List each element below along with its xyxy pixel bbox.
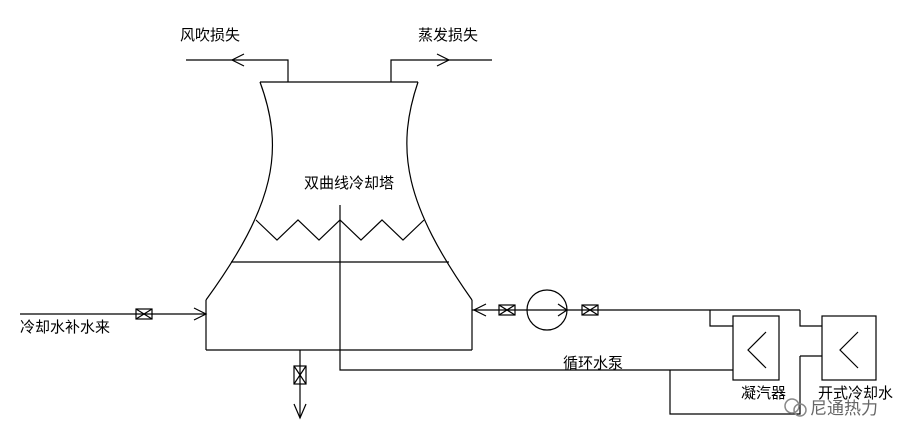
supply-pipe xyxy=(472,303,800,317)
pump-label: 循环水泵 xyxy=(563,354,623,372)
supply-valve-right xyxy=(581,304,599,316)
cooling-tower xyxy=(205,81,473,351)
makeup-water-inlet xyxy=(20,307,208,321)
evaporation-loss-label: 蒸发损失 xyxy=(418,26,478,44)
condenser-label: 凝汽器 xyxy=(741,384,786,402)
makeup-water-label: 冷却水补水来 xyxy=(20,318,110,336)
open-cooling-exchanger xyxy=(821,315,877,381)
wind-loss-outlet xyxy=(186,53,289,82)
watermark-text: 尼通热力 xyxy=(810,399,878,419)
tower-label: 双曲线冷却塔 xyxy=(304,174,394,192)
condenser-inlet xyxy=(709,310,733,327)
wechat-icon xyxy=(784,398,800,414)
drain-valve xyxy=(293,365,307,385)
open-cooling-label: 开式冷却水 xyxy=(818,384,893,402)
evaporation-loss-outlet xyxy=(390,53,492,82)
condenser xyxy=(732,315,780,381)
return-pipe-coolers xyxy=(669,356,801,415)
circulating-pump xyxy=(526,289,569,331)
return-pipe-tower xyxy=(339,205,733,371)
exchanger-inlet xyxy=(799,310,822,327)
wind-loss-label: 风吹损失 xyxy=(180,26,240,44)
makeup-valve xyxy=(135,308,153,320)
supply-valve-left xyxy=(498,304,516,316)
watermark: 尼通热力 xyxy=(784,398,878,419)
